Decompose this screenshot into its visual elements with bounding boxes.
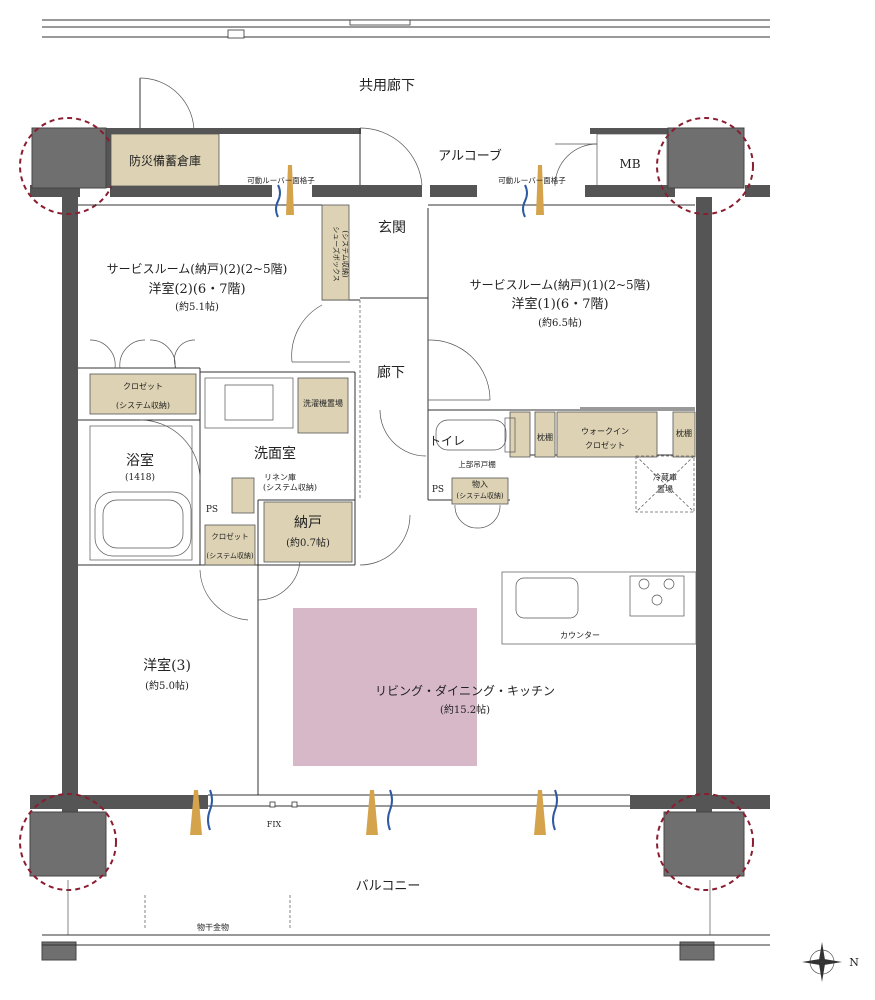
storage-in-label-2: (システム収納) xyxy=(456,491,504,500)
louver-right-label: 可動ルーバー面格子 xyxy=(498,175,566,185)
linen-label-2: (システム収納) xyxy=(263,482,317,492)
service-room1-line1: サービスルーム(納戸)(1)(2~5階) xyxy=(470,277,651,292)
closet-b-label-1: クロゼット xyxy=(211,531,249,541)
walkin-label-1: ウォークイン xyxy=(581,427,629,436)
airflow-indicators xyxy=(190,165,558,835)
top-railing xyxy=(42,19,770,39)
laundry-hanger-label: 物干金物 xyxy=(197,922,229,932)
closet-b-label-2: (システム収納) xyxy=(206,551,254,560)
pillow-shelf-1-label: 枕棚 xyxy=(537,432,553,442)
fridge-label-1: 冷蔵庫 xyxy=(653,472,677,482)
compass-rose xyxy=(802,942,842,982)
fridge-space xyxy=(635,455,695,513)
balcony-windows xyxy=(208,794,630,808)
disaster-storage-room xyxy=(110,133,220,187)
room3-size-label: (約5.0帖) xyxy=(145,679,189,692)
ldk-label: リビング・ダイニング・キッチン xyxy=(375,683,555,698)
counter-label: カウンター xyxy=(560,631,600,640)
ldk-highlight xyxy=(293,608,477,766)
fridge-label-2: 置場 xyxy=(657,484,673,494)
toilet-label: トイレ xyxy=(429,434,465,448)
service-room2-line1: サービスルーム(納戸)(2)(2~5階) xyxy=(107,261,288,276)
service-room2-line2: 洋室(2)(6・7階) xyxy=(148,281,245,297)
mb-label: MB xyxy=(619,157,640,171)
corridor-label: 共用廊下 xyxy=(359,77,415,94)
mb-room xyxy=(596,133,668,187)
entrance-label: 玄関 xyxy=(378,219,406,236)
linen-label-1: リネン庫 xyxy=(264,472,296,482)
shoes-box-label-2: (システム収納) xyxy=(341,230,350,278)
hallway-label: 廊下 xyxy=(377,364,405,381)
fix-label: FIX xyxy=(267,820,282,829)
compass-n-label: N xyxy=(849,956,859,969)
louver-left-label: 可動ルーバー面格子 xyxy=(247,175,315,185)
ldk-size-label: (約15.2帖) xyxy=(440,703,490,716)
storage-door-swing xyxy=(139,77,195,133)
mb-door-swing xyxy=(554,143,598,187)
service-room2-line3: (約5.1帖) xyxy=(175,300,219,313)
walkin-label-2: クロゼット xyxy=(585,440,625,450)
kitchen-counter xyxy=(501,571,697,645)
pillow-shelf-2-label: 枕棚 xyxy=(676,428,692,438)
washer-space-label: 洗濯機置場 xyxy=(303,398,343,408)
service-room1-line2: 洋室(1)(6・7階) xyxy=(511,296,608,312)
alcove-label: アルコーブ xyxy=(438,148,502,164)
washroom-label: 洗面室 xyxy=(254,445,296,462)
storage-units xyxy=(89,204,696,566)
storage-in-label-1: 物入 xyxy=(472,479,488,489)
closet-a-label-1: クロゼット xyxy=(123,381,163,391)
bathroom-label: 浴室 xyxy=(126,452,154,469)
service-room1-line3: (約6.5帖) xyxy=(538,316,582,329)
bath-fixtures xyxy=(89,377,516,561)
ps-right-label: PS xyxy=(432,485,444,495)
disaster-storage-label: 防災備蓄倉庫 xyxy=(129,153,201,168)
shoes-box-label-1: シューズボックス xyxy=(332,226,341,281)
closet-a-label-2: (システム収納) xyxy=(116,400,170,410)
columns xyxy=(29,127,745,961)
balcony-label: バルコニー xyxy=(356,879,421,894)
upper-cabinet-label: 上部吊戸棚 xyxy=(458,459,496,469)
nando-label: 納戸 xyxy=(294,515,322,531)
ps-left-label: PS xyxy=(206,505,218,515)
interior-door-swings xyxy=(89,304,501,621)
walls xyxy=(30,128,770,812)
balcony-railing xyxy=(42,880,770,946)
entrance-door-swing xyxy=(359,127,423,186)
room3-label: 洋室(3) xyxy=(143,657,191,674)
bathroom-size-label: (1418) xyxy=(125,472,155,483)
nando-size-label: (約0.7帖) xyxy=(286,536,330,549)
